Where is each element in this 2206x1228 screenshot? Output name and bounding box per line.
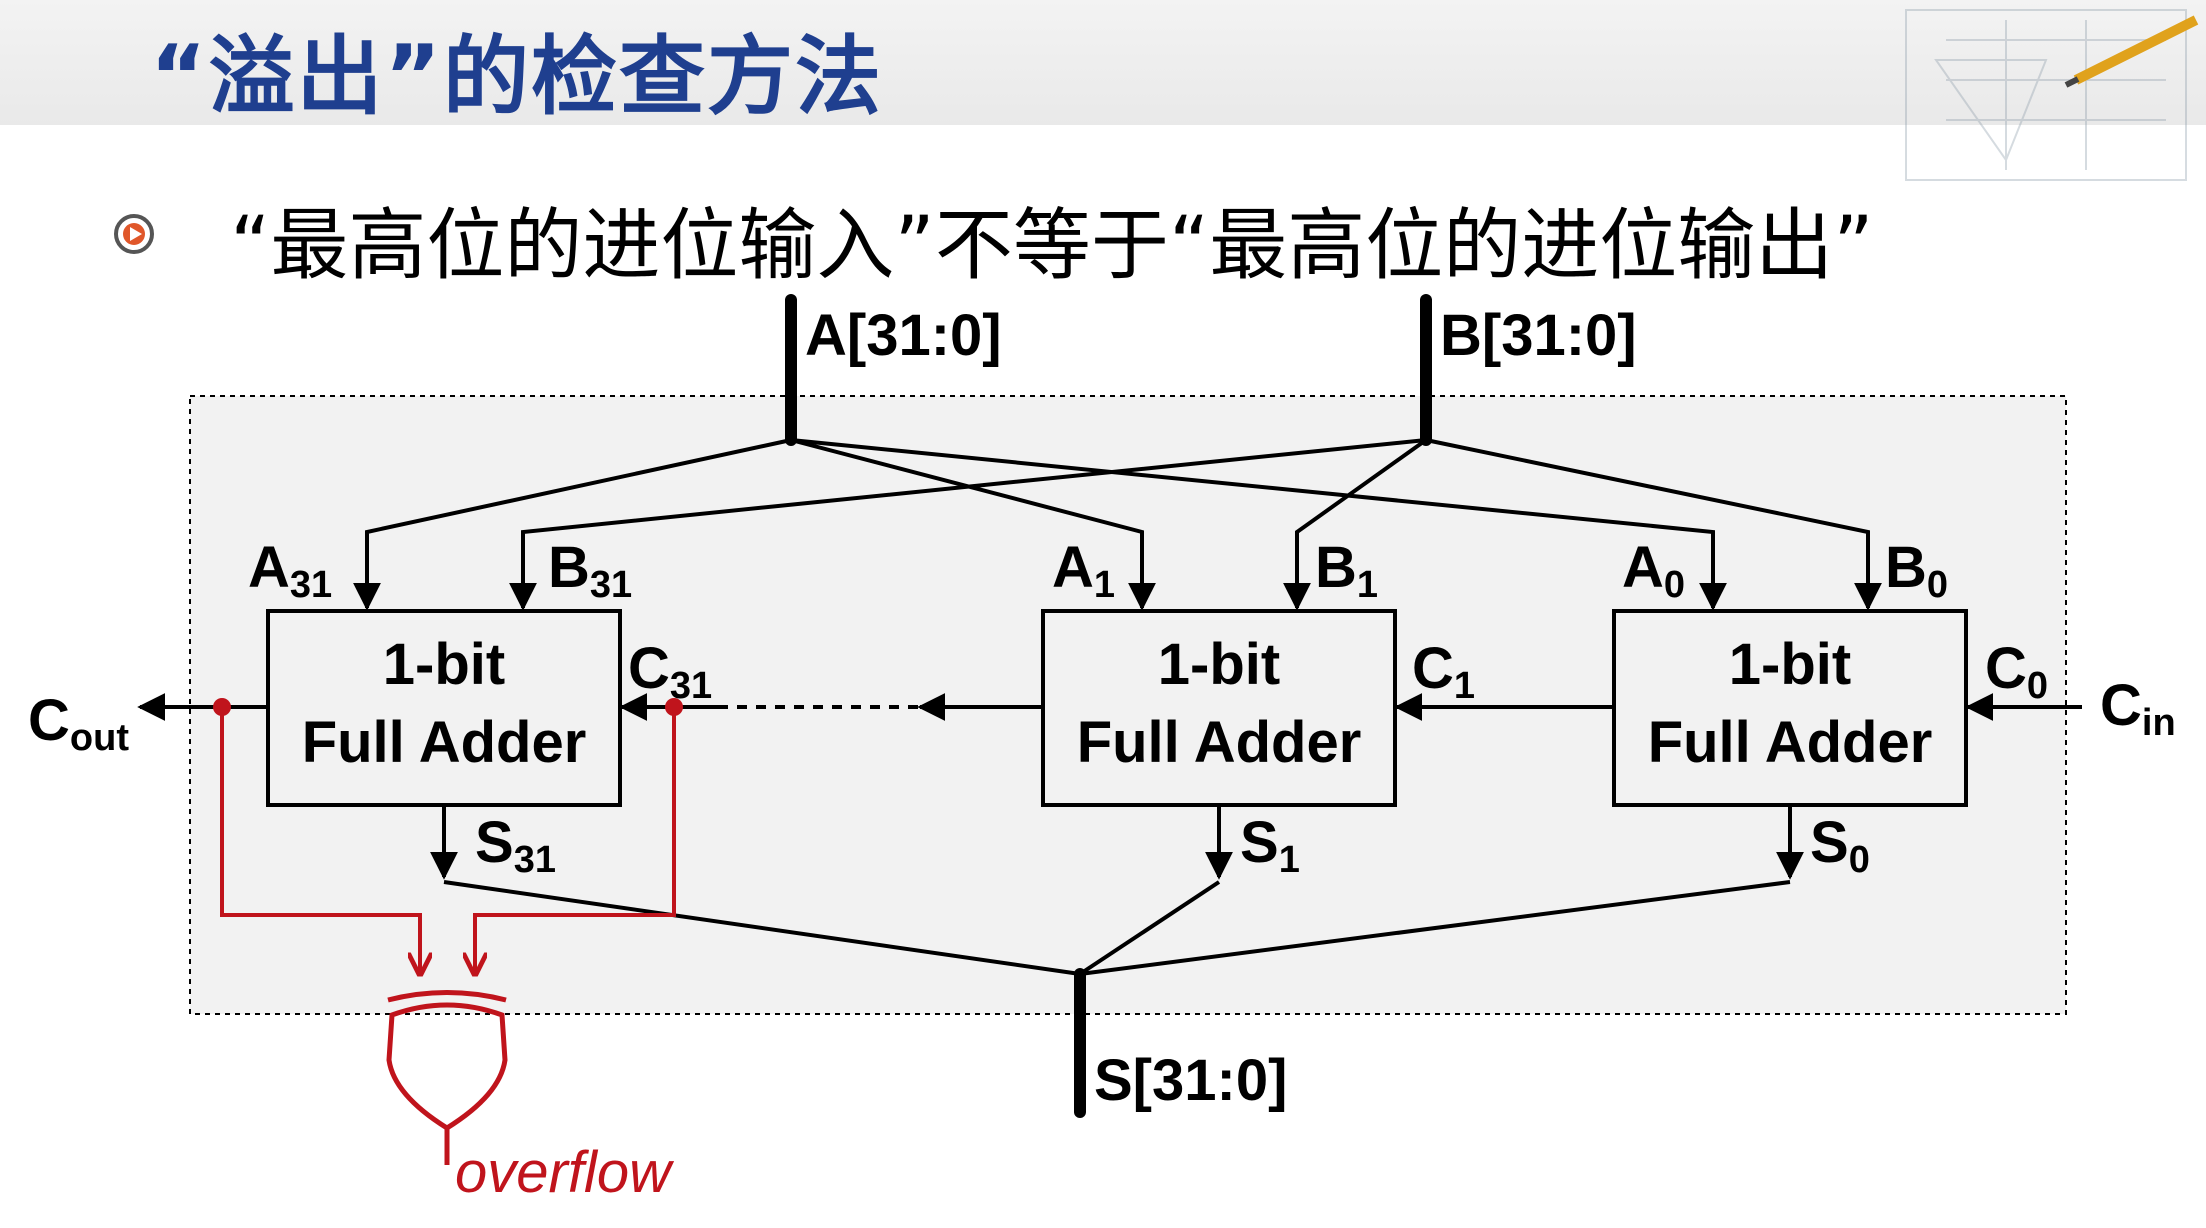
pencil-icon [2064, 15, 2199, 88]
bus-a-label: A[31:0] [805, 303, 1002, 368]
adder-line1: 1-bit [1729, 632, 1851, 697]
xor-gate-icon [386, 990, 508, 1165]
input-label-b31: B31 [548, 535, 632, 606]
blueprint-decoration [1905, 9, 2199, 181]
sum-label-s0: S0 [1810, 810, 1870, 881]
bus-s-label: S[31:0] [1094, 1048, 1287, 1113]
input-label-a1: A1 [1052, 535, 1115, 606]
overflow-wires [220, 707, 676, 974]
sum-wires [430, 805, 1804, 976]
full-adder-31: 1-bit Full Adder [266, 609, 622, 807]
adder-line1: 1-bit [1158, 632, 1280, 697]
input-label-b1: B1 [1315, 535, 1378, 606]
play-bullet-icon [114, 214, 154, 254]
carry-label-c0: C0 [1985, 636, 2048, 707]
sum-label-s31: S31 [475, 810, 556, 881]
carry-label-c1: C1 [1412, 636, 1475, 707]
adder-line2: Full Adder [302, 710, 587, 775]
bus-b-label: B[31:0] [1440, 303, 1637, 368]
sum-label-s1: S1 [1240, 810, 1300, 881]
input-label-b0: B0 [1885, 535, 1948, 606]
input-label-a31: A31 [248, 535, 332, 606]
header-band [0, 0, 2206, 125]
input-label-a0: A0 [1622, 535, 1685, 606]
adder-line2: Full Adder [1077, 710, 1362, 775]
full-adder-1: 1-bit Full Adder [1041, 609, 1397, 807]
cout-tap-dot [213, 698, 231, 716]
adder-line2: Full Adder [1648, 710, 1933, 775]
cout-label: Cout [28, 688, 129, 759]
bullet-text: “最高位的进位输入”不等于“最高位的进位输出” [230, 201, 1874, 291]
c31-tap-dot [665, 698, 683, 716]
cin-label: Cin [2100, 673, 2176, 744]
adder-line1: 1-bit [383, 632, 505, 697]
overflow-label: overflow [455, 1140, 674, 1205]
input-wires [353, 438, 1882, 611]
slide-title: “溢出”的检查方法 [150, 27, 884, 127]
full-adder-0: 1-bit Full Adder [1612, 609, 1968, 807]
